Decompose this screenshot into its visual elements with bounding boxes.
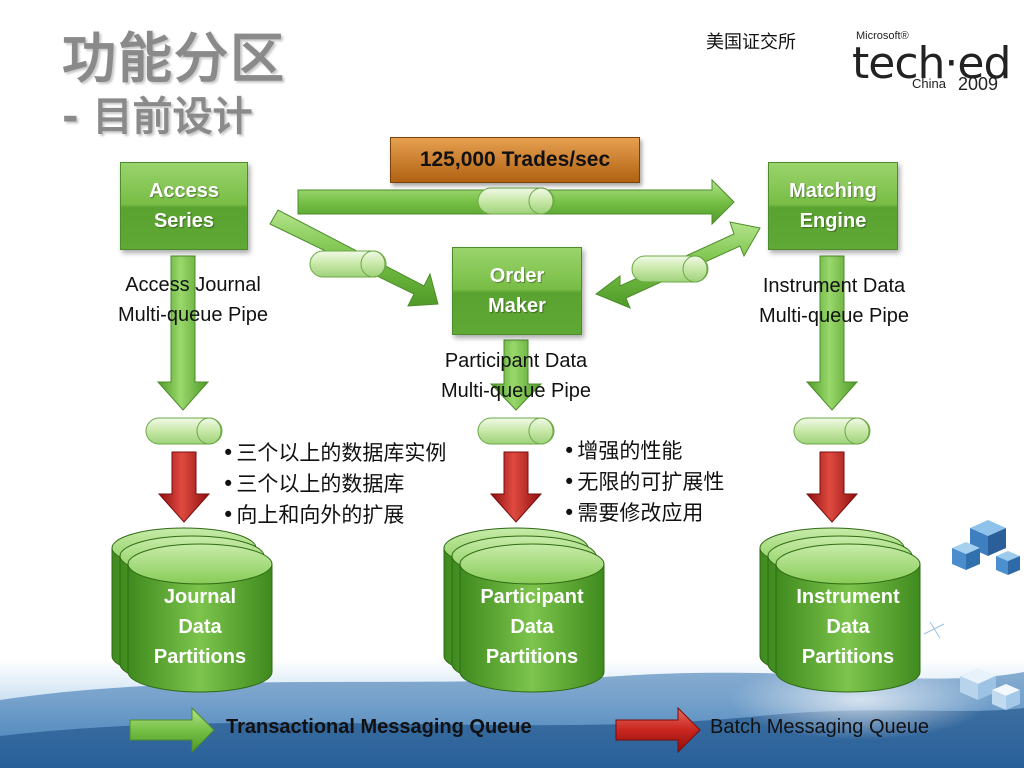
queue-pill-top (477, 187, 555, 215)
queue-pill-order-matching (631, 255, 709, 283)
red-arrow-participant (489, 451, 543, 523)
db-stack-journal (111, 527, 273, 693)
logo-main-text: tech·ed (852, 38, 1011, 89)
access-journal-pipe-label: Access Journal Multi-queue Pipe (117, 274, 269, 326)
bullet-item: 三个以上的数据库实例 (222, 438, 446, 469)
instrument-partitions-label: Instrument Data Partitions (796, 586, 900, 668)
red-arrow-journal (157, 451, 211, 523)
participant-data-pipe-label: Participant Data Multi-queue Pipe (440, 350, 592, 402)
db-stack-instrument (759, 527, 921, 693)
instrument-data-pipe-label: Instrument Data Multi-queue Pipe (758, 275, 910, 327)
bullet-item: 需要修改应用 (563, 498, 724, 529)
access-series-box: Access Series (120, 162, 248, 250)
logo-year-text: 2009 (958, 74, 999, 94)
order-maker-box: Order Maker (452, 247, 582, 335)
legend-red-arrow-icon (615, 706, 701, 754)
legend-transactional-label: Transactional Messaging Queue (226, 716, 532, 738)
legend-batch-label: Batch Messaging Queue (710, 716, 930, 738)
exchange-label: 美国证交所 (706, 32, 796, 52)
logo-region-text: China (912, 76, 946, 91)
bullet-item: 增强的性能 (563, 436, 724, 467)
logo-microsoft-text: Microsoft® (856, 30, 909, 42)
throughput-banner: 125,000 Trades/sec (390, 137, 640, 183)
db-stack-participant (443, 527, 605, 693)
legend-green-arrow-icon (129, 706, 215, 754)
bullet-item: 向上和向外的扩展 (222, 500, 446, 531)
arrow-order-down (489, 339, 543, 411)
page-subtitle: - 目前设计 (62, 94, 253, 140)
bullet-list-right: 增强的性能 无限的可扩展性 需要修改应用 (563, 436, 724, 529)
decorative-cubes-icon (923, 520, 1020, 710)
arrow-access-down (156, 255, 210, 411)
journal-partitions-label: Journal Data Partitions (153, 586, 247, 668)
red-arrow-instrument (805, 451, 859, 523)
participant-partitions-label: Participant Data Partitions (480, 586, 584, 668)
bullet-list-left: 三个以上的数据库实例 三个以上的数据库 向上和向外的扩展 (222, 438, 446, 531)
matching-engine-box: Matching Engine (768, 162, 898, 250)
arrow-matching-down (805, 255, 859, 411)
bullet-item: 三个以上的数据库 (222, 469, 446, 500)
queue-pill-access-order (309, 250, 387, 278)
queue-pill-instrument (793, 417, 871, 445)
queue-pill-journal (145, 417, 223, 445)
page-title: 功能分区 (62, 27, 286, 90)
bullet-item: 无限的可扩展性 (563, 467, 724, 498)
queue-pill-participant (477, 417, 555, 445)
